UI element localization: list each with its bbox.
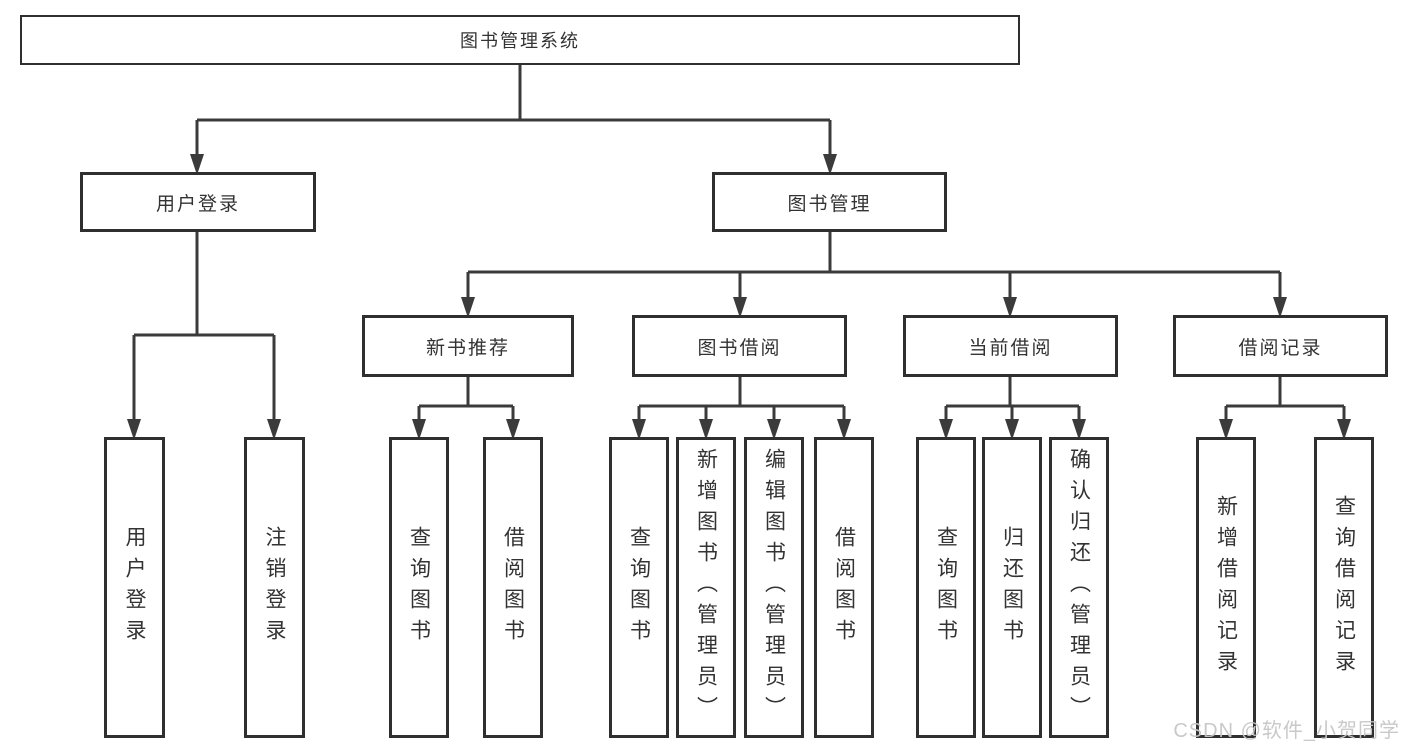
node-label: 借阅图书 <box>501 525 525 650</box>
node-label: 查询图书 <box>934 525 958 650</box>
leaf-query-books-recommend: 查询图书 <box>389 437 449 738</box>
leaf-query-borrow-record: 查询借阅记录 <box>1314 437 1374 738</box>
node-label: 借阅记录 <box>1238 337 1323 359</box>
node-label: 当前借阅 <box>968 337 1053 359</box>
leaf-add-book-admin: 新增图书（管理员） <box>676 437 736 738</box>
leaf-add-borrow-record: 新增借阅记录 <box>1196 437 1256 738</box>
node-new-book-recommend: 新书推荐 <box>362 315 574 377</box>
node-user-login: 用户登录 <box>80 172 316 232</box>
node-label: 查询图书 <box>627 525 651 650</box>
node-label: 图书管理 <box>787 193 872 215</box>
node-borrowing-records: 借阅记录 <box>1173 315 1388 377</box>
node-label: 新增借阅记录 <box>1214 494 1238 681</box>
leaf-confirm-return-admin: 确认归还（管理员） <box>1049 437 1109 738</box>
node-label: 新书推荐 <box>425 337 510 359</box>
node-label: 新增图书（管理员） <box>694 448 718 727</box>
node-label: 归还图书 <box>1000 525 1024 650</box>
node-label: 图书借阅 <box>697 337 782 359</box>
leaf-logout: 注销登录 <box>244 437 305 738</box>
node-book-management: 图书管理 <box>712 172 947 232</box>
leaf-query-books-borrow: 查询图书 <box>609 437 669 738</box>
node-label: 用户登录 <box>123 525 146 650</box>
node-label: 编辑图书（管理员） <box>762 448 786 727</box>
leaf-return-books: 归还图书 <box>982 437 1042 738</box>
leaf-user-login: 用户登录 <box>104 437 165 738</box>
node-label: 查询借阅记录 <box>1332 494 1356 681</box>
node-current-borrowing: 当前借阅 <box>903 315 1118 377</box>
csdn-watermark: CSDN @软件_小贺同学 <box>1173 720 1400 742</box>
leaf-edit-book-admin: 编辑图书（管理员） <box>744 437 804 738</box>
node-label: 查询图书 <box>407 525 431 650</box>
node-book-borrowing: 图书借阅 <box>632 315 847 377</box>
leaf-borrow-books-recommend: 借阅图书 <box>483 437 543 738</box>
node-label: 借阅图书 <box>832 525 856 650</box>
leaf-borrow-books: 借阅图书 <box>814 437 874 738</box>
node-library-system: 图书管理系统 <box>20 15 1020 65</box>
node-label: 图书管理系统 <box>460 31 580 51</box>
node-label: 注销登录 <box>263 525 286 650</box>
leaf-query-books-current: 查询图书 <box>916 437 976 738</box>
node-label: 确认归还（管理员） <box>1067 448 1091 727</box>
node-label: 用户登录 <box>155 193 240 215</box>
